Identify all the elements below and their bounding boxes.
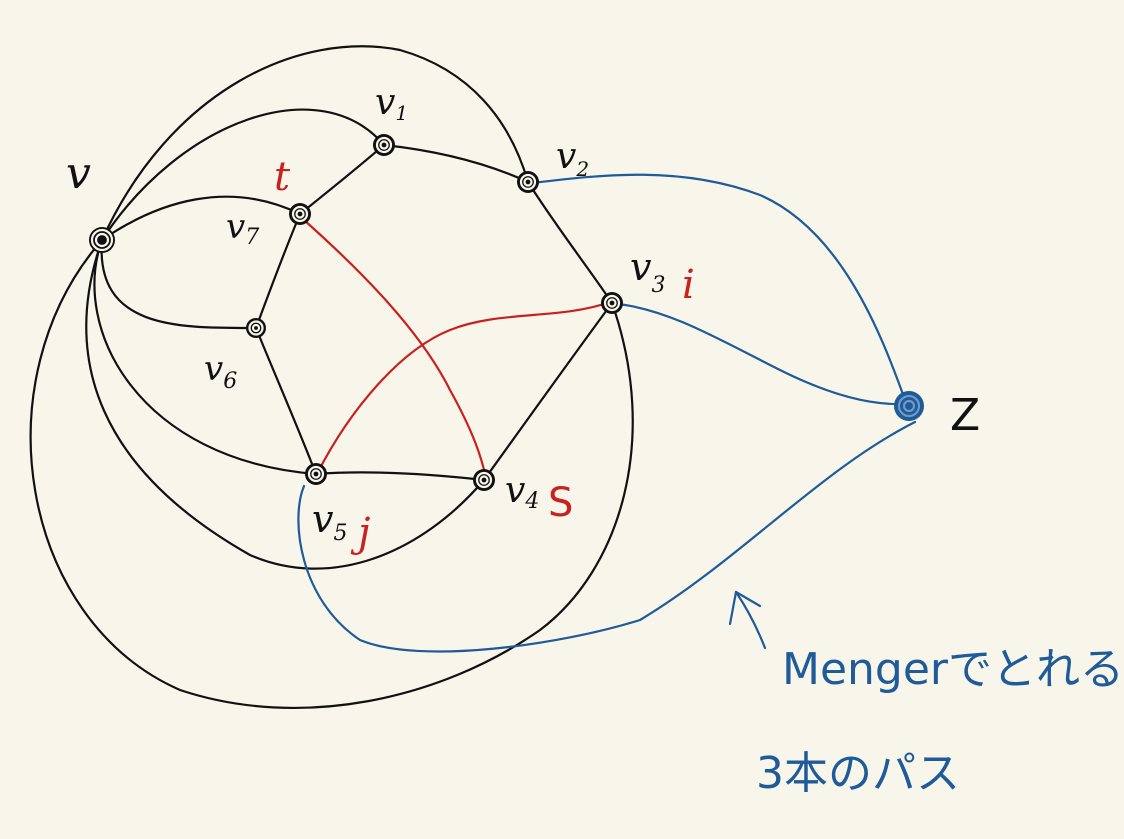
edge-v3-v4: [482, 301, 614, 482]
mark-t: t: [274, 154, 291, 200]
edge-v-v3: [29, 238, 634, 710]
node-v5: [305, 463, 327, 485]
label-v2: v2: [556, 136, 589, 181]
edge-v-v4: [85, 238, 486, 570]
annotation-line1: Mengerでとれる: [782, 644, 1124, 695]
label-v: v: [66, 148, 91, 199]
node-v6: [246, 318, 266, 338]
node-z: [894, 391, 924, 421]
red-paths: [302, 218, 612, 480]
blue-paths: [297, 173, 917, 653]
node-v3: [601, 292, 623, 314]
black-edges: [29, 45, 634, 710]
edge-v2-v3: [526, 180, 614, 305]
label-v1: v1: [375, 82, 408, 125]
annotation-line2: 3本のパス: [756, 748, 960, 799]
edge-v7-v1: [298, 143, 386, 216]
label-v6: v6: [204, 349, 237, 394]
label-v5: v5: [312, 497, 347, 546]
label-v4: v4: [505, 470, 539, 514]
node-v1: [373, 134, 395, 156]
annotation: Mengerでとれる 3本のパス: [728, 590, 1124, 799]
node-v4: [473, 469, 495, 491]
blue-path-v3-z: [616, 302, 904, 406]
edge-v4-v5: [314, 471, 486, 482]
node-v: [89, 227, 115, 253]
mark-s: S: [548, 480, 573, 526]
node-v7: [289, 203, 311, 225]
edge-v5-v6: [254, 326, 318, 476]
red-marks: t i S j: [274, 154, 695, 556]
edge-v-v7: [100, 195, 302, 242]
mark-j: j: [350, 510, 370, 556]
arrow-up-left-icon: [728, 590, 767, 650]
edge-v1-v2: [382, 143, 530, 184]
mark-i: i: [682, 262, 695, 308]
edge-v-v1: [100, 108, 386, 242]
red-path-j-i: [316, 300, 612, 474]
blue-path-v2-z: [530, 173, 907, 402]
vertex-labels: v v1 v2 v3 v4 v5 v6 v7 Z: [66, 82, 980, 546]
nodes: [89, 134, 924, 491]
red-path-t-s: [302, 218, 488, 480]
edge-v-v5: [93, 238, 318, 476]
label-v7: v7: [226, 207, 259, 250]
label-v3: v3: [630, 245, 665, 298]
edge-v-v2: [100, 45, 530, 242]
node-v2: [517, 171, 539, 193]
edge-v-v6: [100, 238, 258, 330]
blue-path-v5-z: [297, 420, 917, 653]
edge-v6-v7: [254, 212, 302, 330]
label-z: Z: [950, 390, 980, 441]
